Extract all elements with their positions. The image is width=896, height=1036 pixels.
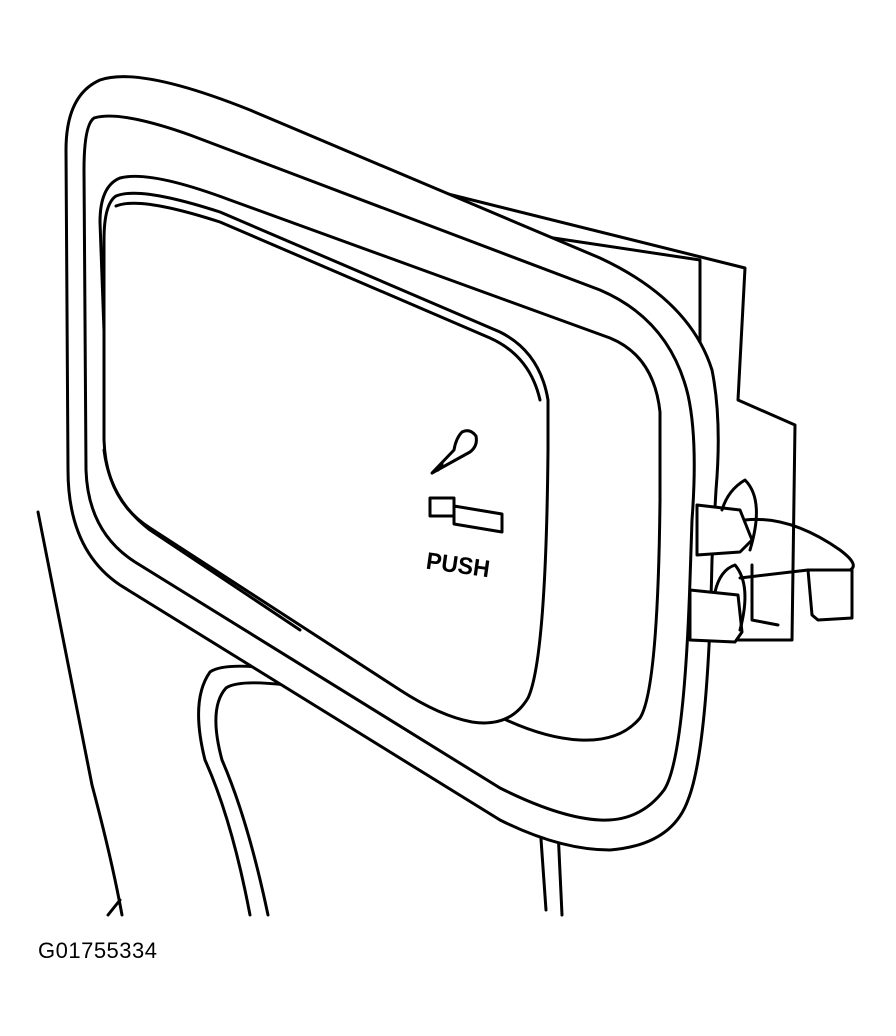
key-slot-icon: [428, 496, 504, 534]
key-icon: [430, 429, 478, 475]
release-push-button[interactable]: [102, 191, 550, 725]
retaining-clip-lower: [688, 563, 854, 644]
figure-id: G01755334: [38, 938, 158, 963]
retaining-clip-upper: [695, 478, 855, 572]
